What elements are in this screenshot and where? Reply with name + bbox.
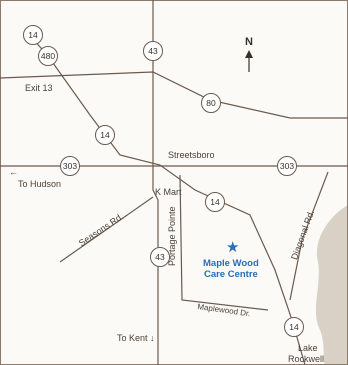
route-14-shield-mid: 14 bbox=[95, 125, 115, 145]
route-80-road bbox=[0, 71, 348, 119]
to-hudson-arrow-icon: ← bbox=[9, 167, 18, 177]
streetsboro-label: Streetsboro bbox=[168, 150, 215, 160]
route-43-shield-top: 43 bbox=[143, 41, 163, 61]
route-480-shield: 480 bbox=[38, 46, 58, 66]
poi-line1: Maple Wood bbox=[203, 258, 259, 269]
lake-label-line2: Rockwell bbox=[288, 354, 325, 364]
portage-pointe-road bbox=[179, 174, 269, 311]
north-arrow bbox=[245, 50, 253, 72]
to-kent-label: To Kent ↓ bbox=[117, 333, 155, 343]
exit-13-label: Exit 13 bbox=[25, 83, 53, 93]
kmart-label: K Mart bbox=[155, 187, 182, 197]
seasons-road bbox=[59, 196, 154, 263]
route-14-road bbox=[24, 29, 306, 365]
route-14-shield-top: 14 bbox=[23, 25, 43, 45]
lake-label-line1: Lake bbox=[298, 343, 318, 353]
diagonal-road bbox=[289, 171, 329, 301]
poi-line2: Care Centre bbox=[203, 268, 258, 280]
star-icon: ★ bbox=[226, 238, 240, 256]
route-43-shield-bottom: 43 bbox=[150, 247, 170, 267]
route-14-shield-bottom: 14 bbox=[284, 317, 304, 337]
route-303-shield-left: 303 bbox=[60, 156, 80, 176]
to-hudson-label: To Hudson bbox=[18, 179, 62, 189]
route-303-shield-right: 303 bbox=[277, 156, 297, 176]
portage-pointe-label: Portage Pointe bbox=[167, 206, 177, 266]
north-label: N bbox=[245, 36, 253, 48]
lake-rockwell bbox=[315, 205, 348, 365]
poi-label: Maple Wood Care Centre bbox=[203, 258, 259, 281]
route-14-shield-lower: 14 bbox=[205, 192, 225, 212]
route-80-shield: 80 bbox=[201, 93, 221, 113]
